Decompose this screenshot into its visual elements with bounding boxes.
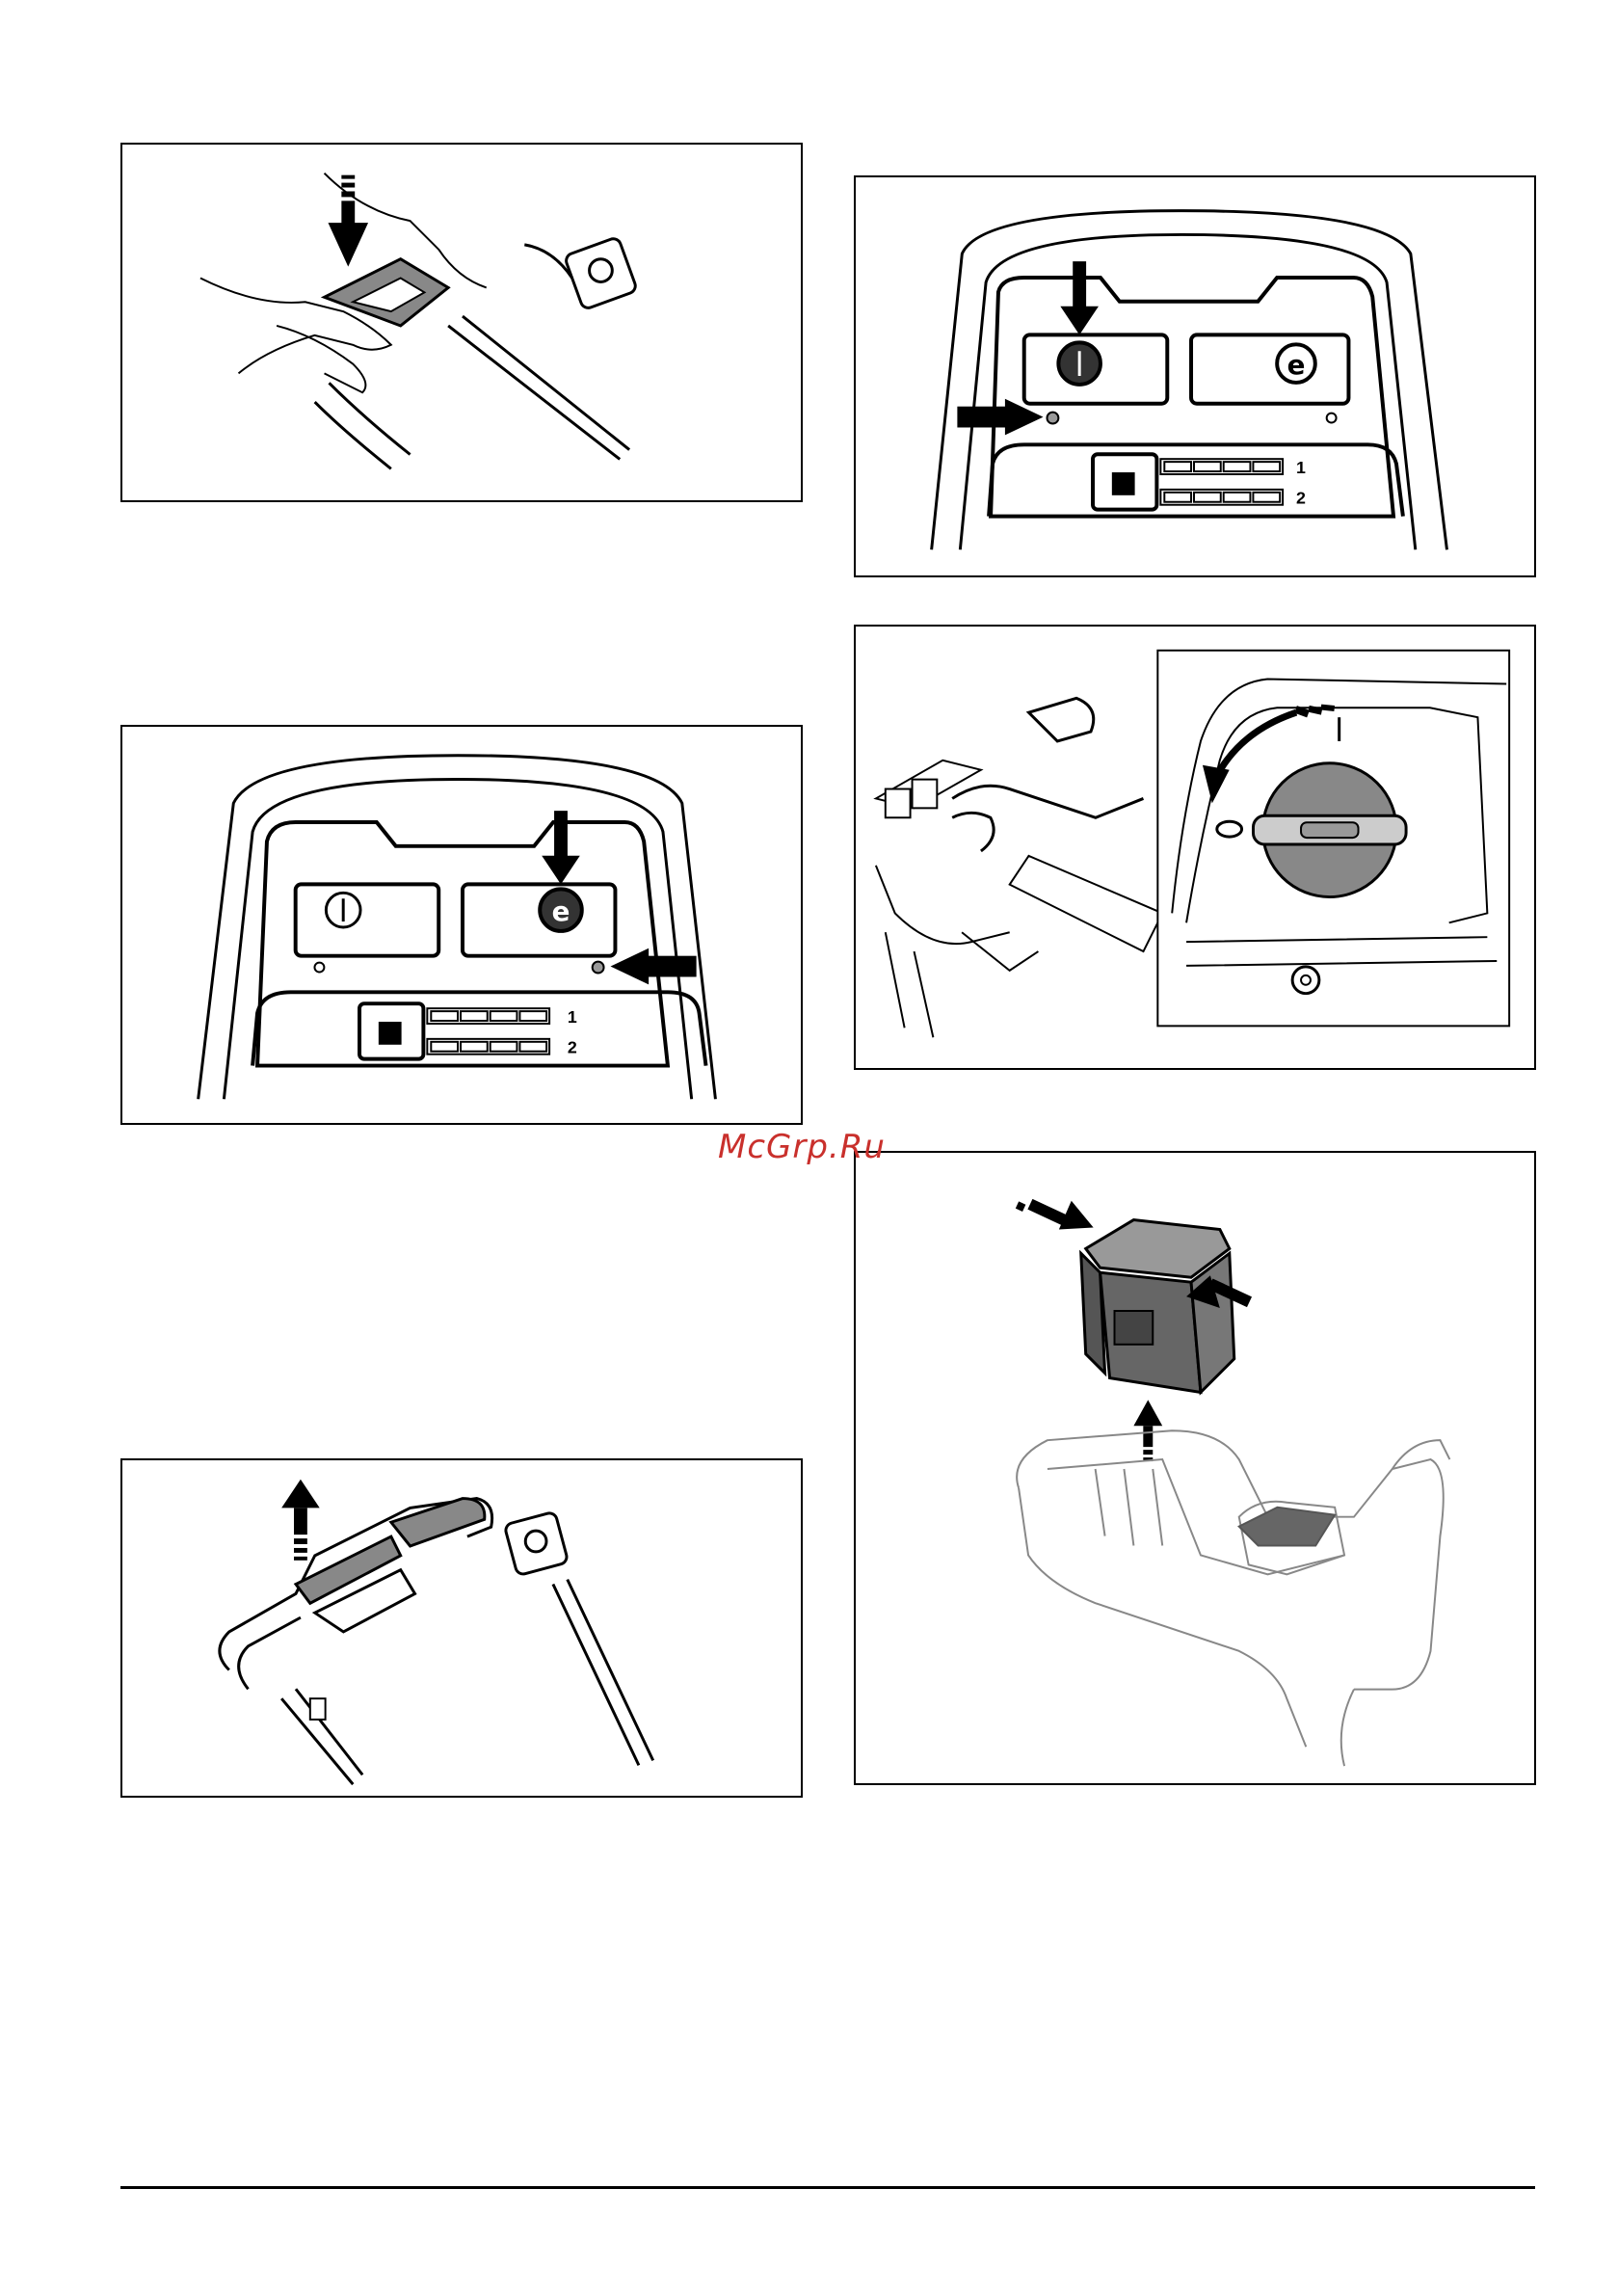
figure-control-panel-eco: e 1 2 xyxy=(120,725,803,1125)
battery-level-icon xyxy=(1160,459,1283,505)
svg-text:e: e xyxy=(552,895,570,927)
down-arrow-icon xyxy=(329,175,369,267)
up-arrow-icon xyxy=(281,1480,320,1561)
eco-mode-icon: e xyxy=(1277,344,1315,383)
figure-press-handle-bail xyxy=(120,143,803,502)
right-arrow-icon xyxy=(1016,1199,1094,1230)
up-arrow-icon xyxy=(1133,1400,1162,1461)
illustration-control-panel: e 1 2 xyxy=(856,177,1534,575)
stop-square-icon xyxy=(379,1022,402,1045)
footer-rule xyxy=(120,2186,1535,2189)
down-arrow-icon xyxy=(1060,261,1099,334)
illustration-cover-knob xyxy=(856,627,1534,1068)
battery-row-1-label: 1 xyxy=(1296,458,1306,477)
illustration-handle-lift xyxy=(122,1460,801,1796)
power-symbol-icon xyxy=(1058,342,1101,385)
figure-control-panel-power: e 1 2 xyxy=(854,175,1536,577)
battery-row-1-label: 1 xyxy=(568,1007,577,1027)
figure-battery-insertion xyxy=(854,1151,1536,1785)
watermark: McGrp.Ru xyxy=(718,1128,886,1166)
figure-lift-handle xyxy=(120,1458,803,1798)
stop-square-icon xyxy=(1112,472,1135,495)
illustration-control-panel: e 1 2 xyxy=(122,727,801,1123)
illustration-hands-on-handle xyxy=(122,145,801,500)
left-arrow-icon xyxy=(610,948,696,985)
figure-battery-cover-knob xyxy=(854,625,1536,1070)
power-symbol-icon xyxy=(326,893,360,927)
illustration-battery-compartment xyxy=(856,1153,1534,1783)
battery-row-2-label: 2 xyxy=(568,1038,577,1057)
battery-row-2-label: 2 xyxy=(1296,489,1306,508)
svg-text:e: e xyxy=(1287,349,1306,381)
eco-mode-icon: e xyxy=(540,889,582,931)
battery-level-icon xyxy=(427,1008,549,1055)
